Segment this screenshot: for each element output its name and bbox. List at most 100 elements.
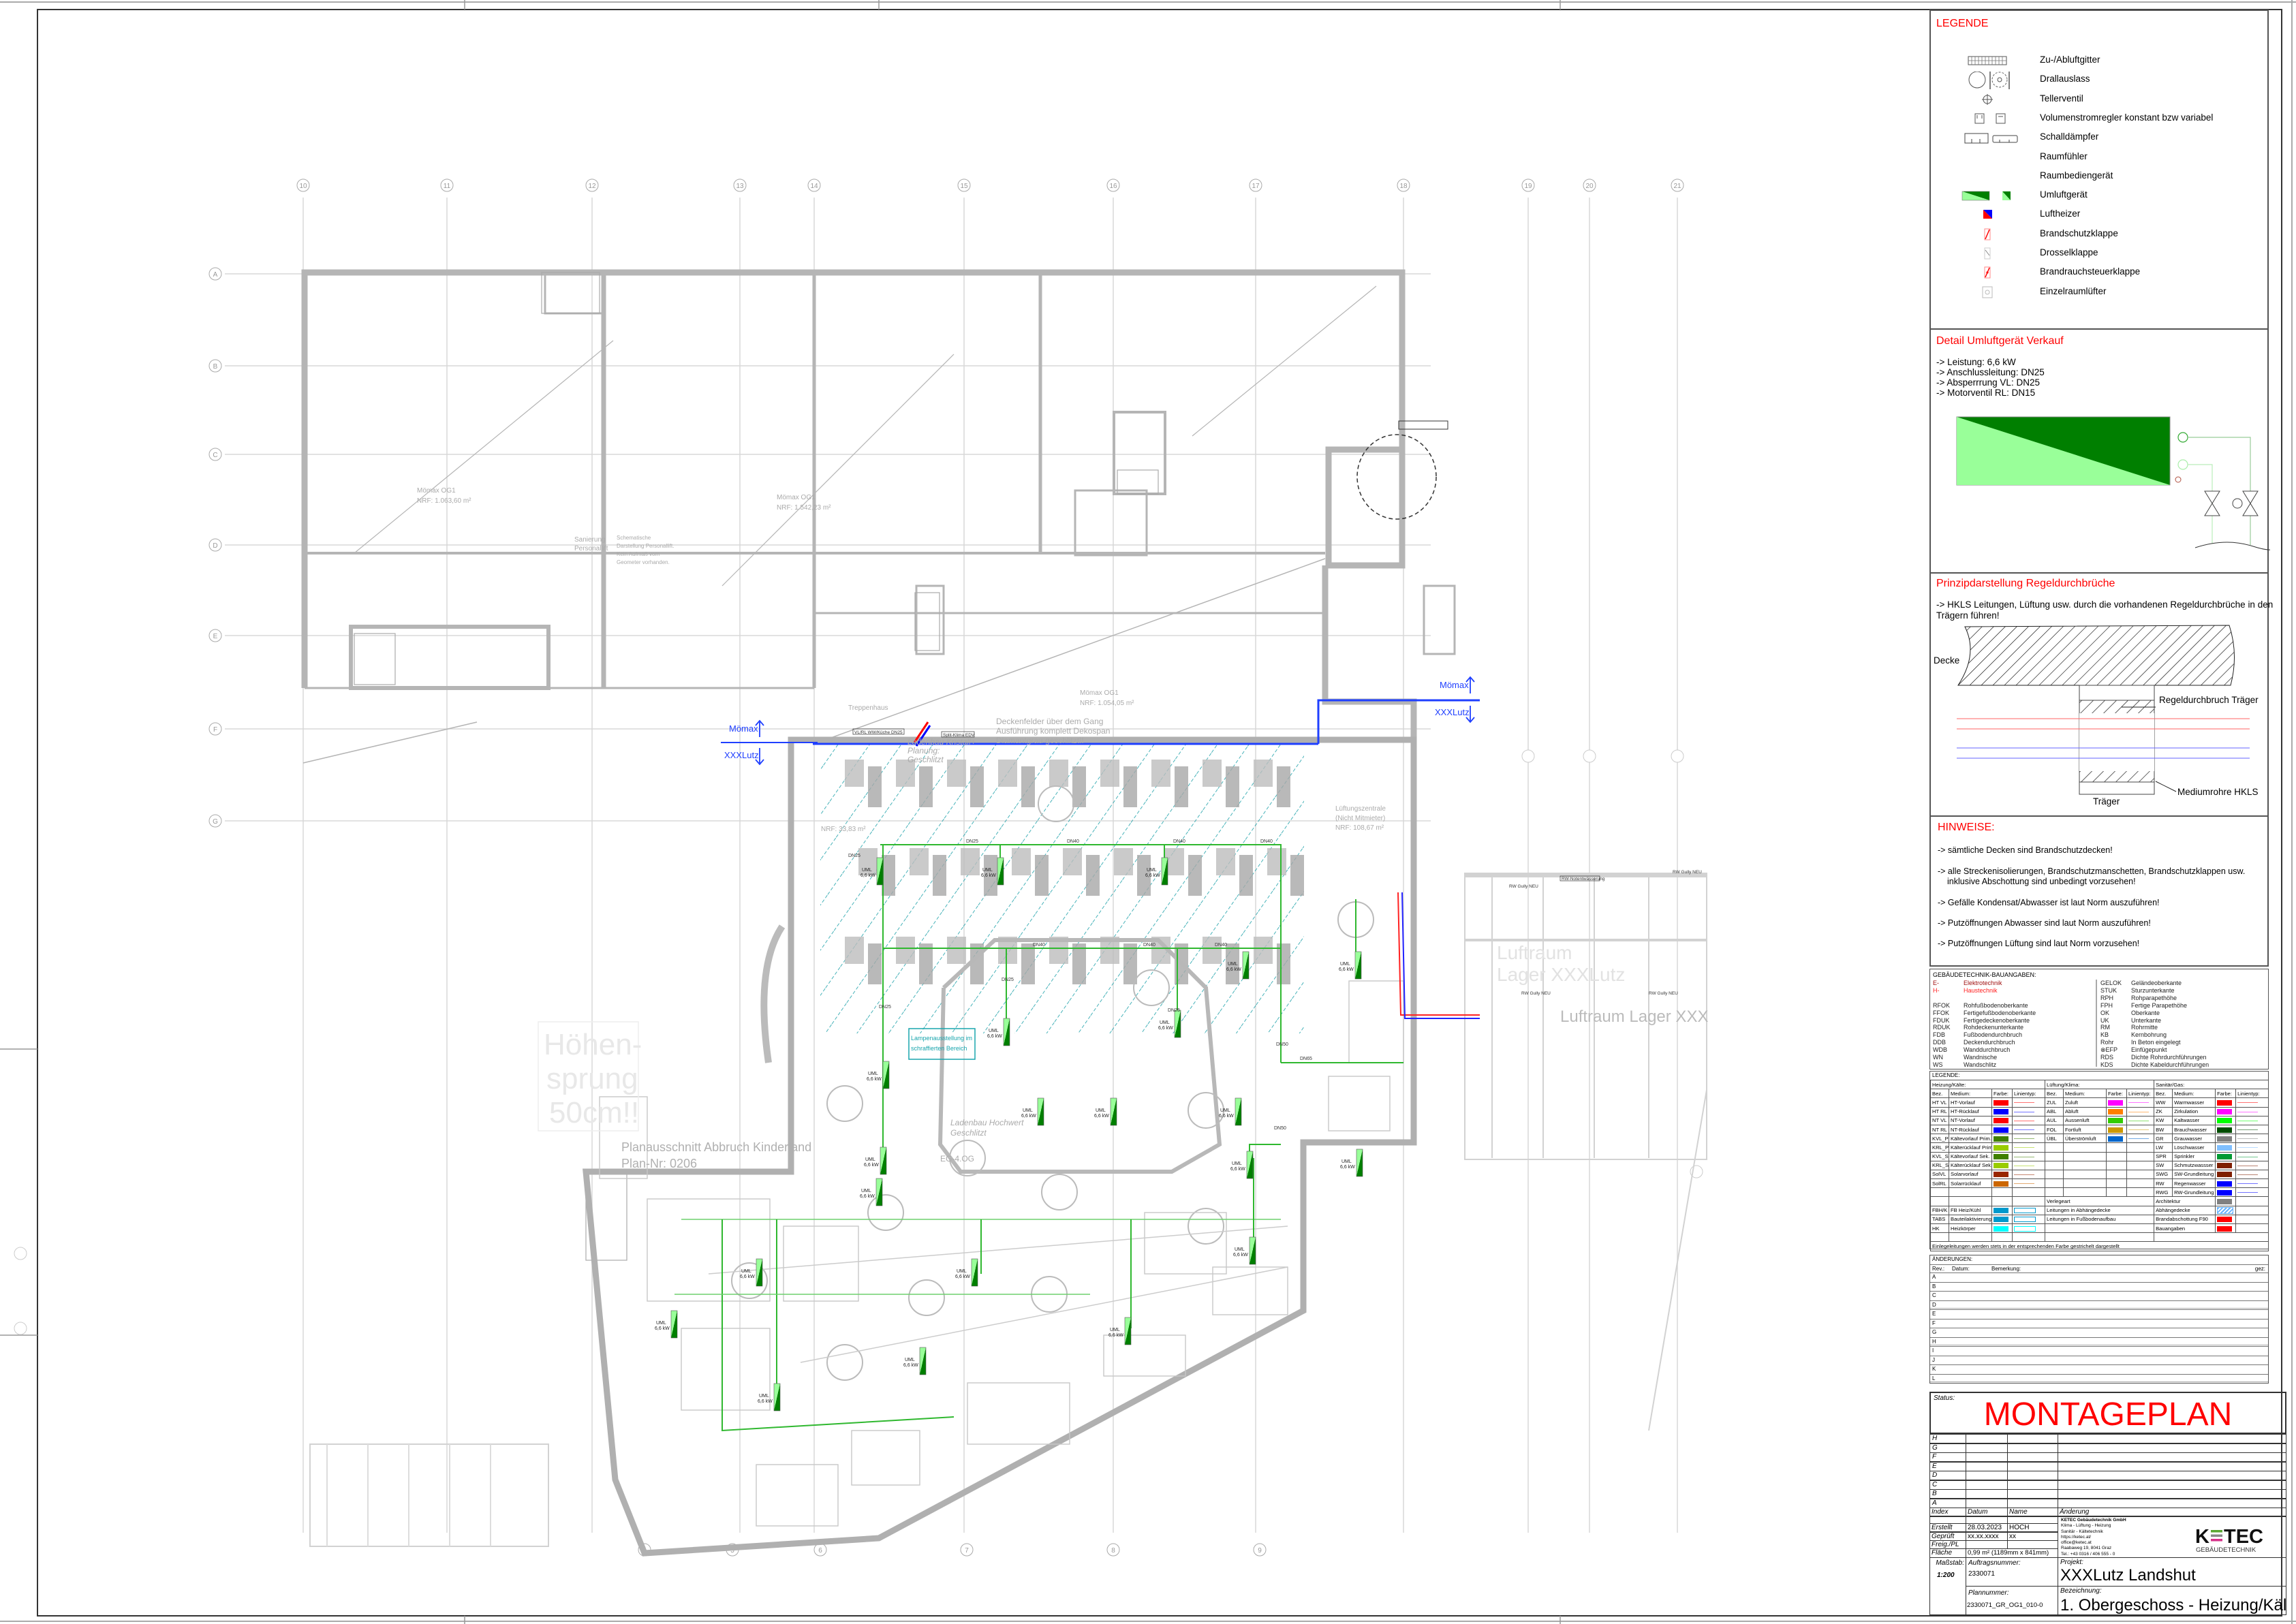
medium-name: Kältevorlauf Prim. [1949,1134,1992,1144]
empty-cell [2063,1169,2107,1180]
medium-linetype [2011,1151,2046,1161]
legend-item: Schalldämpfer [1931,128,2265,147]
empty-cell [1930,1196,1949,1206]
pipe-dimension-label: DN65 [1300,1057,1312,1061]
legend-column-header: Linientyp: [2235,1089,2269,1099]
abbrev-code: RPH [2100,994,2114,1001]
note: Geometer vorhanden. [617,559,670,565]
legend-item-label: Schalldämpfer [2040,131,2099,142]
color-swatch [1994,1217,2008,1223]
grid-axis-bubble: 6 [813,1543,827,1557]
medium-color [1991,1205,2013,1215]
index-row-change [2058,1443,2286,1453]
medium-linetype [2011,1124,2046,1135]
abbrev-meaning: Sturzunterkante [2131,986,2175,994]
abbrev-meaning: Geländeoberkante [2131,980,2182,986]
abbrev-meaning: Rohparapethöhe [2131,994,2177,1001]
air-heater-icon [1944,206,2026,224]
medium-code: ABL [2045,1106,2064,1116]
tb-row-label: Geprüft [1929,1531,1966,1541]
medium-name: NT-Vorlauf [1949,1115,1992,1125]
layer-color [2215,1223,2237,1234]
grid-axis-bubble: G [208,814,222,828]
empty-cell [2126,1169,2155,1180]
medium-color [1991,1223,2013,1234]
line-type [2237,1174,2259,1175]
color-swatch [2217,1172,2233,1178]
medium-linetype [2126,1115,2155,1125]
room-area: NRF: 108,67 m² [1335,824,1384,832]
revision-row: G [1930,1328,2268,1337]
line-type [2014,1225,2036,1232]
abbrev-meaning: Fertige Parapethöhe [2131,1001,2188,1009]
uml-label: UML [1341,1159,1352,1164]
legend-column-header: Linientyp: [2011,1089,2046,1099]
medium-name: Regenwasser [2172,1178,2216,1189]
grid-axis-bubble: 18 [1397,178,1410,192]
uml-label: UML [1110,1328,1120,1332]
abbrev-meaning: Wandnische [1964,1054,1998,1061]
uml-power: 6,6 kW [860,1194,875,1199]
legend-column-header: Farbe: [2106,1089,2128,1099]
verlegeart-item: Leitungen in Fußbodenaufbau [2045,1214,2155,1225]
color-swatch [1994,1099,2008,1106]
layer-color [2215,1196,2237,1206]
note: Ladenbau Hochwert [950,1118,1024,1127]
index-row-date [1966,1498,2008,1508]
index-row-label: F [1929,1452,1966,1462]
medium-code: KVL_P [1930,1134,1949,1144]
abbrev-meaning: Dichte Rohrdurchführungen [2131,1054,2207,1061]
medium-linetype [2011,1160,2046,1170]
uml-label: UML [957,1269,967,1274]
line-type [2014,1174,2034,1175]
uml-power: 6,6 kW [1021,1114,1036,1119]
abbrev-code: WDB [1933,1046,1947,1054]
index-row-label: E [1929,1461,1966,1471]
uml-power: 6,6 kW [1145,873,1160,878]
medium-code: HK [1930,1223,1949,1234]
abbrev-meaning: Deckendurchbruch [1964,1039,2015,1046]
height-jump-note: Höhen- [544,1028,642,1061]
abbrev-code: STUK [2100,986,2117,994]
uml-power: 6,6 kW [867,1077,882,1082]
room-label: Mömax OG1 [1080,689,1119,697]
massstab-box: Maßstab: 1:200 [1929,1557,1966,1615]
decke-label: Decke [1934,655,1960,666]
uml-power: 6,6 kW [987,1034,1002,1039]
grid-axis-bubble [1671,749,1684,763]
medium-name: Kälterücklauf Sek. [1949,1160,1992,1170]
grille-icon [1944,52,2026,70]
medium-code: RW [2154,1178,2173,1189]
empty-cell [2154,1232,2269,1243]
medium-name: Zirkulation [2172,1106,2216,1116]
revision-row: E [1930,1309,2268,1318]
medium-code: KRL_S [1930,1160,1949,1170]
pipe-dimension-label: DN25 [1168,1008,1180,1013]
medium-color [1991,1178,2013,1189]
line-type [2014,1183,2034,1185]
medium-code: FOL [2045,1124,2064,1135]
boundary-label-momax: Mömax [729,723,758,734]
axis-label: 9 [1258,1547,1262,1555]
line-type [2128,1102,2150,1104]
auftrag-box: Auftragsnummer: 2330071 [1966,1557,2058,1587]
room-label: (Nicht Mitmieter) [1335,815,1385,822]
legend-item-label: Raumbediengerät [2040,170,2113,181]
prinzip-title: Prinzipdarstellung Regeldurchbrüche [1936,578,2115,589]
line-type [2014,1138,2034,1140]
empty-cell [2045,1160,2064,1170]
grid-axis-bubble: E [208,629,222,642]
layer-name: Abhängedecke [2154,1205,2216,1215]
uml-label: UML [1023,1108,1033,1113]
medium-name: NT-Rücklauf [1949,1124,1992,1135]
abbrev-meaning: Haustechnik [1964,986,1998,994]
medium-color [2106,1115,2128,1125]
legend-item: Volumenstromregler konstant bzw variabel [1931,109,2265,128]
